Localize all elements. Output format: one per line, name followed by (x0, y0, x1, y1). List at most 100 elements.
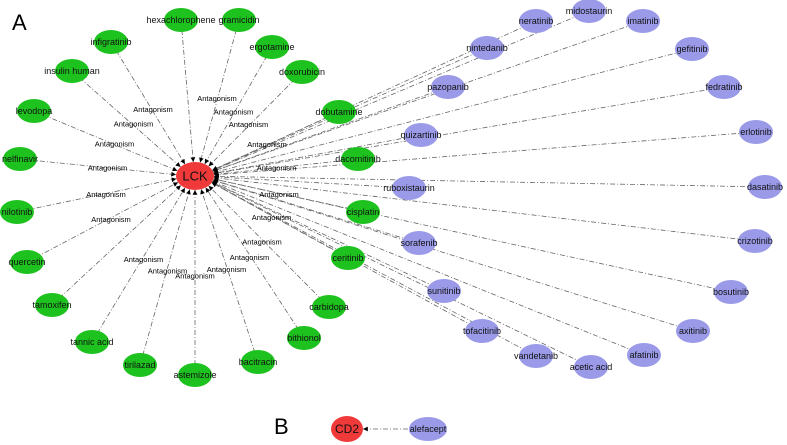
edge-neratinib (212, 20, 537, 171)
node-bacitracin: bacitracin (239, 350, 278, 374)
node-imatinib: imatinib (626, 9, 660, 33)
edge-quizartinib (213, 134, 422, 175)
edge-label-bithionol: Antagonism (230, 253, 270, 262)
svg-text:afatinib: afatinib (629, 350, 658, 360)
svg-text:bacitracin: bacitracin (239, 357, 278, 367)
edge-bacitracin (200, 189, 259, 363)
node-acetic-acid: acetic acid (570, 355, 613, 379)
panel-label-b: B (274, 414, 289, 439)
edge-insulin-human (71, 70, 181, 168)
node-nilotinib: nilotinib (0, 200, 34, 224)
edge-label-tannic-acid: Antagonism (124, 255, 164, 264)
edge-label-nelfinavir: Antagonism (88, 164, 128, 173)
svg-text:quizartinib: quizartinib (400, 130, 441, 140)
svg-text:bosutinib: bosutinib (713, 287, 749, 297)
node-infigratinib: infigratinib (90, 30, 132, 54)
edge-dasatinib (213, 173, 766, 188)
node-gefitinib: gefitinib (675, 37, 709, 61)
node-tirilazad: tirilazad (123, 353, 157, 377)
edge-label-dacomitinib: Antagonism (257, 164, 297, 173)
svg-text:tamoxifen: tamoxifen (32, 300, 71, 310)
edge-sunitinib (212, 181, 445, 292)
svg-text:bithionol: bithionol (287, 333, 321, 343)
edge-label-bacitracin: Antagonism (207, 265, 247, 274)
svg-text:doxorubicin: doxorubicin (279, 67, 325, 77)
svg-text:insulin human: insulin human (44, 66, 100, 76)
svg-text:vandetanib: vandetanib (514, 351, 558, 361)
node-dacomitinib: dacomitinib (335, 147, 381, 171)
svg-text:LCK: LCK (182, 169, 208, 184)
node-fedratinib: fedratinib (705, 75, 743, 99)
node-vandetanib: vandetanib (514, 344, 558, 368)
edge-label-tirilazad: Antagonism (148, 267, 188, 276)
edge-label-gramicidin: Antagonism (197, 94, 237, 103)
edge-erlotinib (213, 131, 757, 177)
edge-pazopanib (212, 86, 449, 172)
edge-axitinib (213, 179, 694, 332)
node-afatinib: afatinib (627, 343, 661, 367)
node-insulin-human: insulin human (44, 59, 100, 83)
edge-gramicidin (199, 19, 240, 163)
edge-nilotinib (16, 177, 177, 213)
node-sunitinib: sunitinib (427, 279, 461, 303)
svg-text:tannic acid: tannic acid (70, 337, 113, 347)
node-nintedanib: nintedanib (466, 36, 508, 60)
node-dobutamine: dobutamine (315, 100, 363, 124)
edge-bosutinib (213, 177, 732, 293)
svg-text:infigratinib: infigratinib (90, 37, 131, 47)
edge-tannic-acid (91, 187, 186, 343)
node-crizotinib: crizotinib (737, 229, 773, 253)
svg-text:ceritinib: ceritinib (332, 253, 363, 263)
edge-label-carbidopa: Antagonism (242, 238, 282, 247)
node-hexachlorophene: hexachlorophene (146, 8, 216, 32)
svg-text:ergotamine: ergotamine (249, 42, 294, 52)
edge-infigratinib (110, 41, 186, 165)
svg-text:dacomitinib: dacomitinib (335, 154, 381, 164)
svg-text:pazopanib: pazopanib (427, 82, 469, 92)
node-neratinib: neratinib (519, 9, 553, 33)
edge-levodopa (33, 110, 178, 172)
edge-crizotinib (213, 175, 756, 242)
edge-tirilazad (139, 189, 191, 366)
svg-text:tofacitinib: tofacitinib (463, 326, 501, 336)
edge-carbidopa (208, 185, 330, 308)
edge-label-ergotamine: Antagonism (214, 108, 254, 117)
node-quizartinib: quizartinib (400, 123, 442, 147)
svg-text:dasatinib: dasatinib (747, 182, 783, 192)
svg-text:gefitinib: gefitinib (676, 44, 707, 54)
node-bosutinib: bosutinib (713, 280, 749, 304)
edge-gefitinib (213, 48, 693, 174)
svg-text:erlotinib: erlotinib (740, 127, 772, 137)
edge-label-insulin-human: Antagonism (114, 120, 154, 129)
edge-fedratinib (213, 86, 725, 176)
edge-midostaurin (212, 10, 590, 171)
svg-text:acetic acid: acetic acid (570, 362, 613, 372)
svg-text:carbidopa: carbidopa (309, 302, 349, 312)
svg-text:nintedanib: nintedanib (466, 43, 508, 53)
node-cisplatin: cisplatin (346, 200, 380, 224)
node-tannic-acid: tannic acid (70, 330, 114, 354)
edge-label-ceritinib: Antagonism (252, 213, 292, 222)
svg-text:cisplatin: cisplatin (347, 207, 380, 217)
edge-tamoxifen (51, 185, 182, 306)
edge-label-dobutamine: Antagonism (247, 140, 287, 149)
svg-text:nilotinib: nilotinib (2, 207, 33, 217)
node-midostaurin: midostaurin (566, 0, 612, 23)
node-erlotinib: erlotinib (739, 120, 773, 144)
edge-hexachlorophene (180, 19, 196, 163)
svg-text:sorafenib: sorafenib (400, 238, 437, 248)
node-alefacept: alefacept (409, 417, 447, 441)
svg-text:tirilazad: tirilazad (124, 360, 155, 370)
svg-text:dobutamine: dobutamine (315, 107, 362, 117)
node-hub-lck: LCK (176, 162, 214, 190)
node-axitinib: axitinib (676, 319, 710, 343)
node-nelfinavir: nelfinavir (2, 147, 38, 171)
edge-sorafenib (213, 179, 420, 244)
edge-label-infigratinib: Antagonism (133, 105, 173, 114)
svg-text:hexachlorophene: hexachlorophene (146, 15, 215, 25)
svg-text:alefacept: alefacept (410, 424, 447, 434)
edge-nelfinavir (19, 158, 177, 177)
svg-text:levodopa: levodopa (16, 106, 53, 116)
